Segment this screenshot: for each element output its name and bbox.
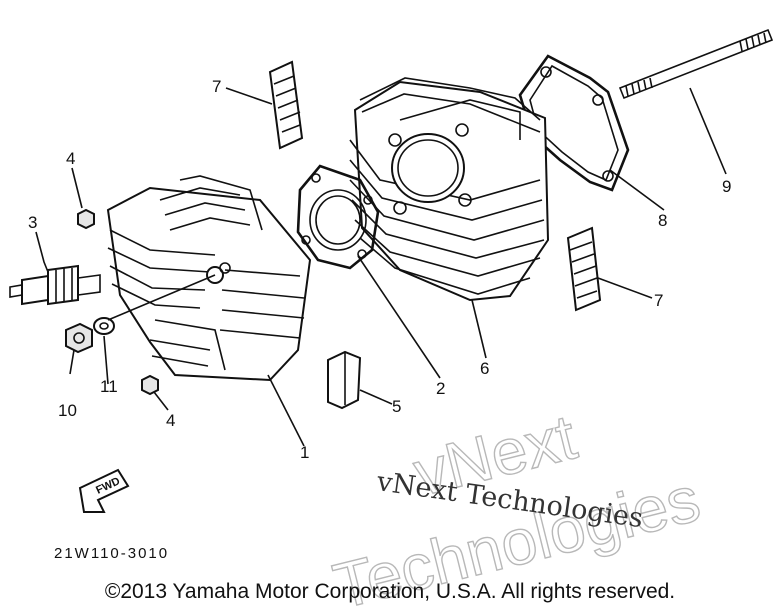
callout-10: 10 — [58, 401, 77, 420]
callout-7-upper: 7 — [212, 77, 221, 96]
callout-7-lower: 7 — [654, 291, 663, 310]
callout-11: 11 — [100, 377, 118, 396]
part-head-gasket — [296, 164, 380, 270]
part-stud-bolt — [618, 28, 774, 100]
part-block — [327, 350, 362, 410]
part-small-nut-upper — [77, 208, 95, 230]
part-washer — [93, 317, 115, 335]
part-damper-upper — [268, 60, 304, 150]
part-spark-plug — [9, 264, 101, 306]
callout-9: 9 — [722, 177, 731, 196]
callout-1: 1 — [300, 443, 309, 462]
callout-labels: 7 4 3 10 11 4 1 5 2 6 8 9 7 — [28, 77, 731, 462]
cylinder-fins — [349, 139, 545, 295]
callout-6: 6 — [480, 359, 489, 378]
part-cylinder-head — [106, 175, 312, 382]
fwd-arrow-icon: FWD — [78, 468, 130, 513]
callout-5: 5 — [392, 397, 401, 416]
callout-8: 8 — [658, 211, 667, 230]
part-damper-lower — [566, 226, 602, 312]
callout-4-upper: 4 — [66, 149, 75, 168]
copyright-notice: ©2013 Yamaha Motor Corporation, U.S.A. A… — [104, 580, 676, 603]
callout-4-lower: 4 — [166, 411, 175, 430]
part-cylinder — [349, 77, 550, 302]
leader-lines — [35, 87, 727, 447]
part-code: 21W110-3010 — [54, 545, 169, 562]
part-nut — [65, 322, 93, 354]
callout-2: 2 — [436, 379, 445, 398]
callout-3: 3 — [28, 213, 37, 232]
part-small-nut-lower — [141, 374, 159, 396]
